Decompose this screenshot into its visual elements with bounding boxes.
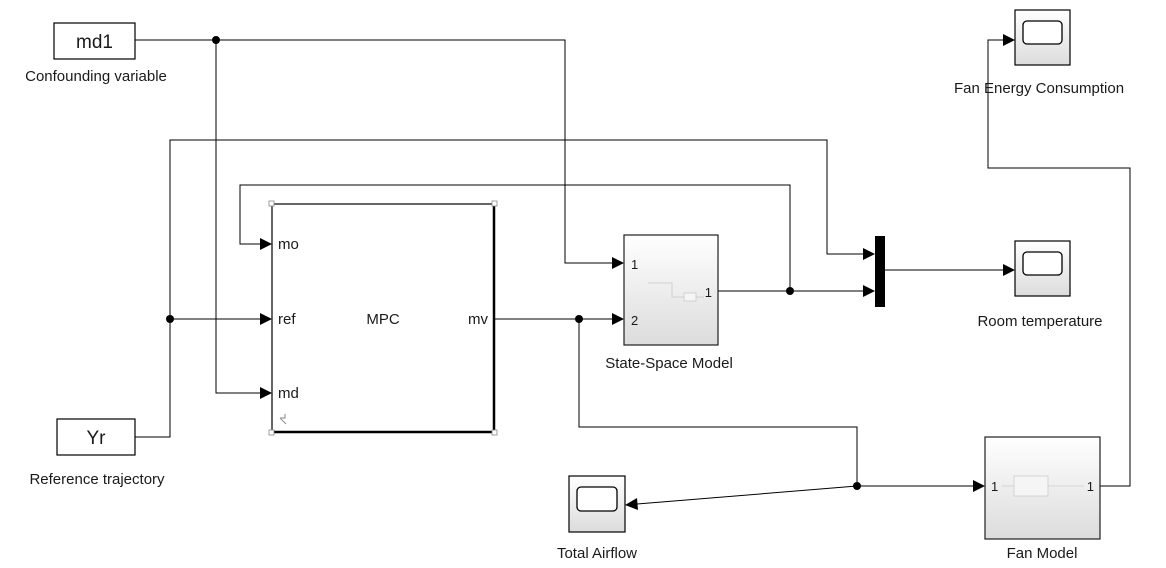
arrowhead: [625, 498, 638, 510]
mux-block[interactable]: [875, 236, 885, 307]
subsystem-preview-icon: [648, 282, 704, 302]
mpc-port-ref: ref: [278, 311, 296, 328]
fan-model-block[interactable]: 1 1: [984, 436, 1101, 540]
arrowhead: [260, 313, 272, 325]
scope-screen-icon: [1022, 20, 1063, 45]
mpc-block[interactable]: mo ref md MPC mv: [268, 200, 498, 436]
total-airflow-scope-block[interactable]: [568, 475, 626, 533]
arrowhead: [863, 285, 875, 297]
arrowhead: [1003, 34, 1015, 46]
state-space-in1: 1: [631, 257, 638, 272]
fan-energy-scope-block[interactable]: [1014, 9, 1071, 66]
md1-block-label: Confounding variable: [25, 68, 167, 85]
room-temperature-scope-label: Room temperature: [977, 313, 1102, 330]
signal-md1-to-statespace[interactable]: [135, 39, 612, 264]
arrowhead: [973, 480, 985, 492]
mpc-port-md: md: [278, 385, 299, 402]
yr-block-label: Reference trajectory: [29, 471, 165, 488]
state-space-out1: 1: [705, 285, 712, 300]
subsystem-preview-icon: [1002, 475, 1084, 497]
signal-fan-to-energy-scope[interactable]: [987, 39, 1131, 487]
branch-point: [212, 36, 220, 44]
signal-md1-to-mpc-md[interactable]: [215, 40, 260, 394]
arrowhead: [612, 257, 624, 269]
scope-screen-icon: [1022, 251, 1063, 276]
total-airflow-scope-label: Total Airflow: [557, 545, 637, 562]
fan-model-label: Fan Model: [1007, 545, 1078, 562]
fan-energy-scope-label: Fan Energy Consumption: [954, 80, 1124, 97]
yr-block-text: Yr: [87, 428, 107, 449]
arrowhead: [612, 313, 624, 325]
state-space-model-block[interactable]: 1 2 1: [623, 234, 719, 346]
mpc-port-mo: mo: [278, 236, 299, 253]
scope-screen-icon: [576, 486, 618, 512]
md1-block-text: md1: [76, 32, 113, 53]
fan-model-out1: 1: [1087, 479, 1094, 494]
resize-handle[interactable]: [491, 429, 498, 436]
md1-block[interactable]: md1: [53, 22, 136, 60]
signal-mv-to-fan[interactable]: [578, 319, 973, 487]
arrowhead: [1003, 264, 1015, 276]
arrowhead: [863, 248, 875, 260]
signal-yr-to-mpc-ref[interactable]: [135, 318, 260, 438]
arrowhead: [260, 238, 272, 250]
mpc-port-mv: mv: [468, 311, 488, 328]
arrowhead: [260, 387, 272, 399]
link-arrow-icon: [279, 414, 287, 425]
signal-yr-to-mux[interactable]: [169, 139, 863, 319]
yr-block[interactable]: Yr: [56, 418, 136, 456]
state-space-in2: 2: [631, 313, 638, 328]
signal-mv-to-total-airflow[interactable]: [636, 485, 858, 505]
mpc-title: MPC: [366, 311, 400, 328]
room-temperature-scope-block[interactable]: [1014, 240, 1071, 297]
resize-handle[interactable]: [491, 200, 498, 207]
resize-handle[interactable]: [268, 429, 275, 436]
signal-feedback-to-mpc-mo[interactable]: [239, 184, 791, 291]
resize-handle[interactable]: [268, 200, 275, 207]
fan-model-in1: 1: [991, 479, 998, 494]
state-space-model-label: State-Space Model: [605, 355, 733, 372]
